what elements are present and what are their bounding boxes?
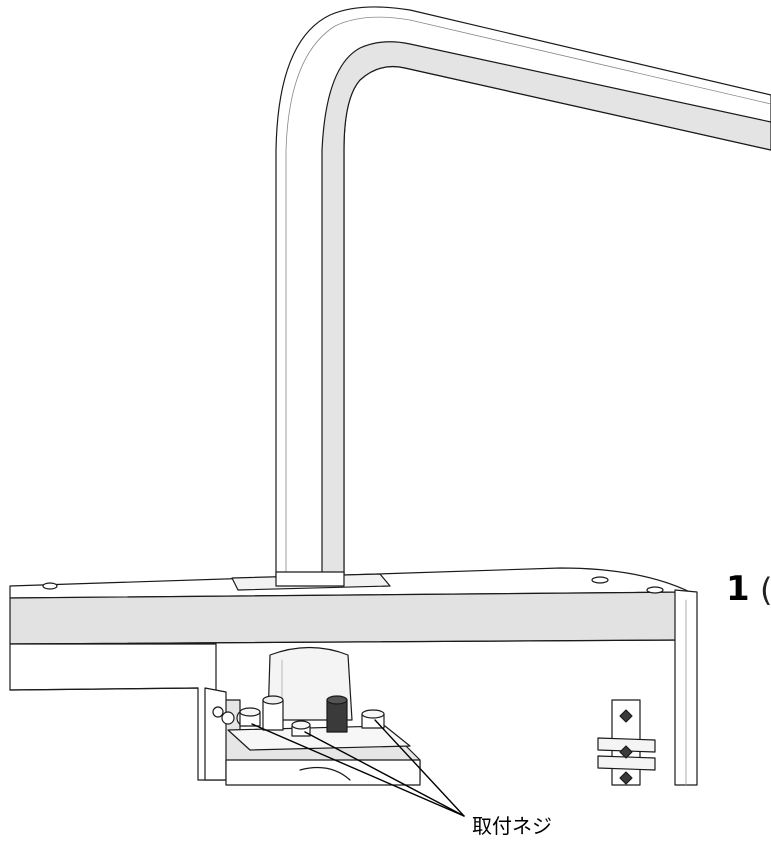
mounting-screw-label: 取付ネジ (472, 814, 552, 838)
bolt-light-2 (291, 720, 311, 737)
step-text-fragment: ( (760, 571, 771, 609)
tube-highlight-line (285, 16, 771, 586)
bolt-dark (326, 695, 348, 733)
table-front-edge (9, 591, 691, 645)
table-edge-line (9, 639, 676, 645)
side-washer-1 (212, 706, 224, 718)
tube-shaded-face (321, 41, 771, 586)
under-frame-left (9, 643, 217, 781)
top-screw-left (42, 582, 58, 590)
top-screw-corner (646, 586, 664, 594)
bracket-side-plate (204, 687, 227, 781)
step-number: 1 (726, 569, 750, 609)
top-screw-right (591, 576, 609, 584)
lower-curve (299, 767, 351, 781)
tube-base (275, 571, 345, 587)
callout-leaders (251, 719, 465, 817)
bracket-top-face (227, 725, 411, 751)
side-washer-2 (221, 711, 235, 725)
bolt-light-1 (262, 695, 284, 731)
lower-housing (225, 759, 421, 786)
side-clip-bracket (597, 699, 656, 786)
under-frame-line (9, 687, 199, 691)
bolt-light-4 (239, 707, 261, 727)
